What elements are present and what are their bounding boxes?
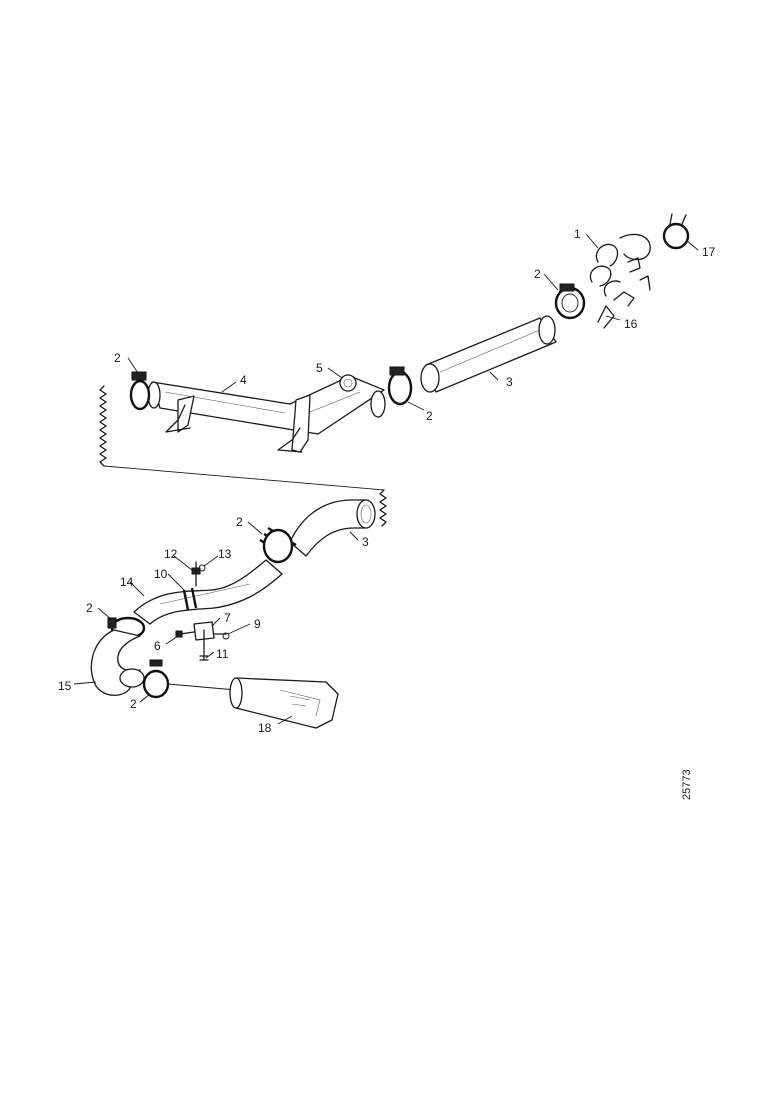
connector-line-horizontal — [103, 465, 385, 491]
nut-part-13 — [198, 564, 206, 572]
callout-2-lower-left-upper: 2 — [86, 601, 93, 615]
callout-9: 9 — [254, 617, 261, 631]
silencer-part-18 — [229, 677, 339, 729]
callout-labels: 2 4 5 2 3 2 1 16 17 2 3 12 13 10 14 2 7 … — [58, 227, 716, 735]
callout-2-upper-left: 2 — [114, 351, 121, 365]
callout-2-middle: 2 — [426, 409, 433, 423]
bent-pipe-part-14 — [133, 559, 283, 625]
front-pipe-hangers — [165, 404, 303, 453]
intermediate-pipe-part-3 — [420, 315, 557, 393]
callout-10: 10 — [154, 567, 168, 581]
clamp-part-2-upper-left — [129, 371, 151, 411]
callout-2-lower-left-bottom: 2 — [130, 697, 137, 711]
callout-13: 13 — [218, 547, 232, 561]
callout-6: 6 — [154, 639, 161, 653]
nut-part-9 — [213, 632, 230, 640]
callout-2-upper-right: 2 — [534, 267, 541, 281]
clamp-part-2-middle — [387, 366, 413, 406]
callout-15: 15 — [58, 679, 72, 693]
band-clamp-part-10 — [182, 587, 198, 611]
intermediate-pipe-part-3-lower — [289, 499, 376, 557]
clamp-part-2-lower-left-bottom — [142, 659, 170, 699]
bracket-part-7 — [193, 621, 215, 661]
break-line-left — [99, 385, 107, 467]
callout-2-lower-mid: 2 — [236, 515, 243, 529]
callout-7: 7 — [224, 611, 231, 625]
hanger-part-16 — [597, 305, 615, 329]
callout-11: 11 — [216, 647, 229, 661]
bolt-part-12 — [191, 561, 201, 587]
connector-part-5 — [339, 374, 357, 392]
elbow-pipe-part-15 — [90, 629, 145, 696]
washer-part-11 — [199, 655, 209, 661]
callout-16: 16 — [624, 317, 638, 331]
clamp-part-17 — [662, 213, 690, 250]
drawing-reference-number: 25773 — [681, 769, 693, 800]
callout-3-lower: 3 — [362, 535, 369, 549]
clamp-part-2-upper-right — [554, 283, 586, 320]
bolt-part-6 — [175, 630, 195, 638]
callout-5: 5 — [316, 361, 323, 375]
callout-1: 1 — [574, 227, 581, 241]
callout-18: 18 — [258, 721, 272, 735]
callout-14: 14 — [120, 575, 134, 589]
callout-4: 4 — [240, 373, 247, 387]
callout-17: 17 — [702, 245, 716, 259]
break-line-right — [379, 489, 387, 527]
leader-lines — [73, 233, 699, 725]
tailpipe-hardware-part-1 — [589, 233, 651, 307]
front-pipe-part-4 — [147, 375, 386, 453]
callout-12: 12 — [164, 547, 178, 561]
connector-line-to-silencer — [167, 683, 237, 691]
flex-bellows-part-2-lower — [259, 526, 297, 564]
callout-3-upper: 3 — [506, 375, 513, 389]
